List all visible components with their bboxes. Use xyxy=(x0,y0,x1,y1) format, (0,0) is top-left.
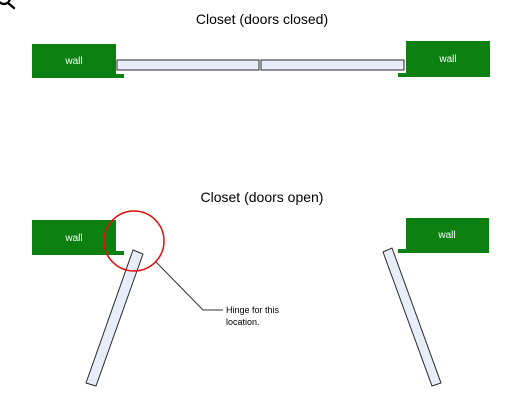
closed-right-wall: wall xyxy=(398,41,490,77)
hinge-note: Hinge for this location. xyxy=(226,305,280,327)
open-section: Closet (doors open) wall wall Hinge for … xyxy=(32,189,489,387)
closed-left-door xyxy=(116,59,260,71)
closed-title: Closet (doors closed) xyxy=(196,11,328,27)
magnifier-icon xyxy=(0,0,16,10)
hinge-callout-circle xyxy=(103,210,165,272)
open-title: Closet (doors open) xyxy=(201,189,324,205)
open-left-door xyxy=(85,249,144,387)
hinge-leader-line xyxy=(155,261,223,311)
hinge-note-line-1: Hinge for this xyxy=(226,305,280,315)
open-left-wall-label: wall xyxy=(64,233,82,244)
closed-right-wall-label: wall xyxy=(438,54,456,65)
open-right-wall: wall xyxy=(398,218,489,253)
open-right-door xyxy=(382,247,442,387)
closed-section: Closet (doors closed) wall wall xyxy=(32,11,490,78)
hinge-note-line-2: location. xyxy=(226,317,260,327)
closed-left-wall: wall xyxy=(32,44,124,78)
open-left-wall: wall xyxy=(32,220,124,255)
closed-right-door xyxy=(260,59,405,71)
open-right-wall-label: wall xyxy=(437,230,455,241)
closed-left-wall-label: wall xyxy=(64,56,82,67)
